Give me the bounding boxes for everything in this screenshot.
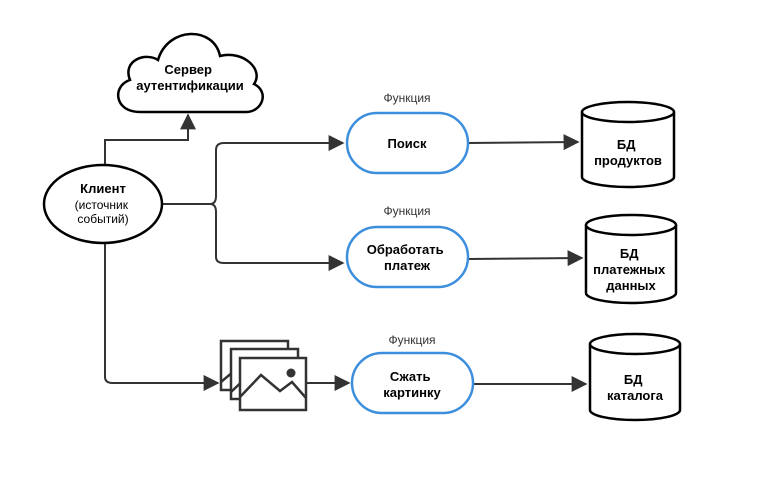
- edge-search-db-products: [467, 134, 580, 151]
- edge-client-auth: [104, 113, 196, 165]
- function-payment-label-2: платеж: [384, 258, 431, 273]
- function-compress: Функция Сжать картинку: [350, 333, 475, 415]
- db-payments-label-3: данных: [606, 278, 656, 293]
- auth-server-cloud: Сервер аутентификации: [116, 32, 264, 114]
- db-payments-label-2: платежных: [593, 262, 666, 277]
- images-stack-icon: [219, 339, 308, 412]
- db-payments: БД платежных данных: [584, 213, 678, 305]
- function-compress-label-1: Сжать: [390, 369, 431, 384]
- edge-client-images: [104, 244, 220, 391]
- client-title: Клиент: [80, 181, 126, 196]
- function-payment-caption: Функция: [383, 204, 430, 218]
- svg-text:БД платежных данны: БД платежных данных: [593, 246, 669, 293]
- function-search-label: Поиск: [387, 136, 427, 151]
- svg-text:Сжать картинку: Сжать картинку: [383, 369, 441, 400]
- function-search: Функция Поиск: [345, 91, 470, 175]
- auth-server-label-1: Сервер: [164, 62, 212, 77]
- client-sub-1: (источник: [75, 198, 129, 212]
- auth-server-label-2: аутентификации: [136, 78, 244, 93]
- svg-text:Обработать платеж: Обработать платеж: [367, 242, 448, 273]
- db-products-label-2: продуктов: [594, 153, 662, 168]
- svg-text:(источник событий): (источник событий): [75, 198, 132, 226]
- edge-client-payment: [162, 203, 345, 271]
- edge-client-search: [162, 135, 345, 205]
- db-products: БД продуктов: [580, 100, 676, 189]
- client-node: Клиент (источник событий): [42, 163, 164, 245]
- client-sub-2: событий): [77, 212, 128, 226]
- svg-text:БД продуктов: БД продуктов: [594, 137, 662, 168]
- db-products-label-1: БД: [617, 137, 636, 152]
- function-compress-label-2: картинку: [383, 385, 441, 400]
- db-catalog: БД каталога: [588, 332, 682, 422]
- svg-text:Сервер аутентификации: Сервер аутентификации: [136, 62, 244, 93]
- db-catalog-label-2: каталога: [607, 388, 664, 403]
- db-payments-label-1: БД: [620, 246, 639, 261]
- edge-payment-db-payments: [467, 250, 584, 267]
- function-search-caption: Функция: [383, 91, 430, 105]
- function-payment-label-1: Обработать: [367, 242, 444, 257]
- db-catalog-label-1: БД: [624, 372, 643, 387]
- function-payment: Функция Обработать платеж: [345, 204, 470, 289]
- svg-text:БД каталога: БД каталога: [607, 372, 664, 403]
- function-compress-caption: Функция: [388, 333, 435, 347]
